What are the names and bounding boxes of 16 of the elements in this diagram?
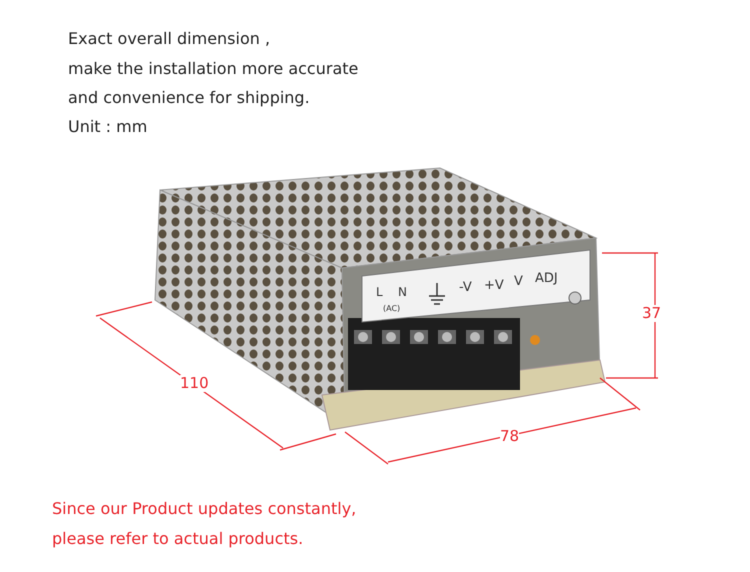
- dimension-label: 110: [180, 375, 209, 392]
- description-text: Unit : mm: [68, 118, 148, 136]
- dimension-label: 37: [642, 305, 662, 322]
- terminal-label: (AC): [383, 305, 400, 314]
- note-text: Since our Product updates constantly,: [52, 500, 356, 518]
- description-text: make the installation more accurate: [68, 60, 358, 78]
- terminal-label: +V: [484, 279, 504, 294]
- note-text: please refer to actual products.: [52, 530, 304, 548]
- dimension-label: 78: [500, 428, 520, 444]
- terminal-label: N: [398, 286, 407, 300]
- terminal-label: ADJ: [535, 272, 558, 286]
- description-text: and convenience for shipping.: [68, 89, 310, 107]
- description-text: Exact overall dimension ,: [68, 30, 270, 48]
- terminal-label: L: [376, 286, 383, 300]
- terminal-label: -V: [459, 281, 472, 296]
- terminal-label: V: [514, 275, 523, 290]
